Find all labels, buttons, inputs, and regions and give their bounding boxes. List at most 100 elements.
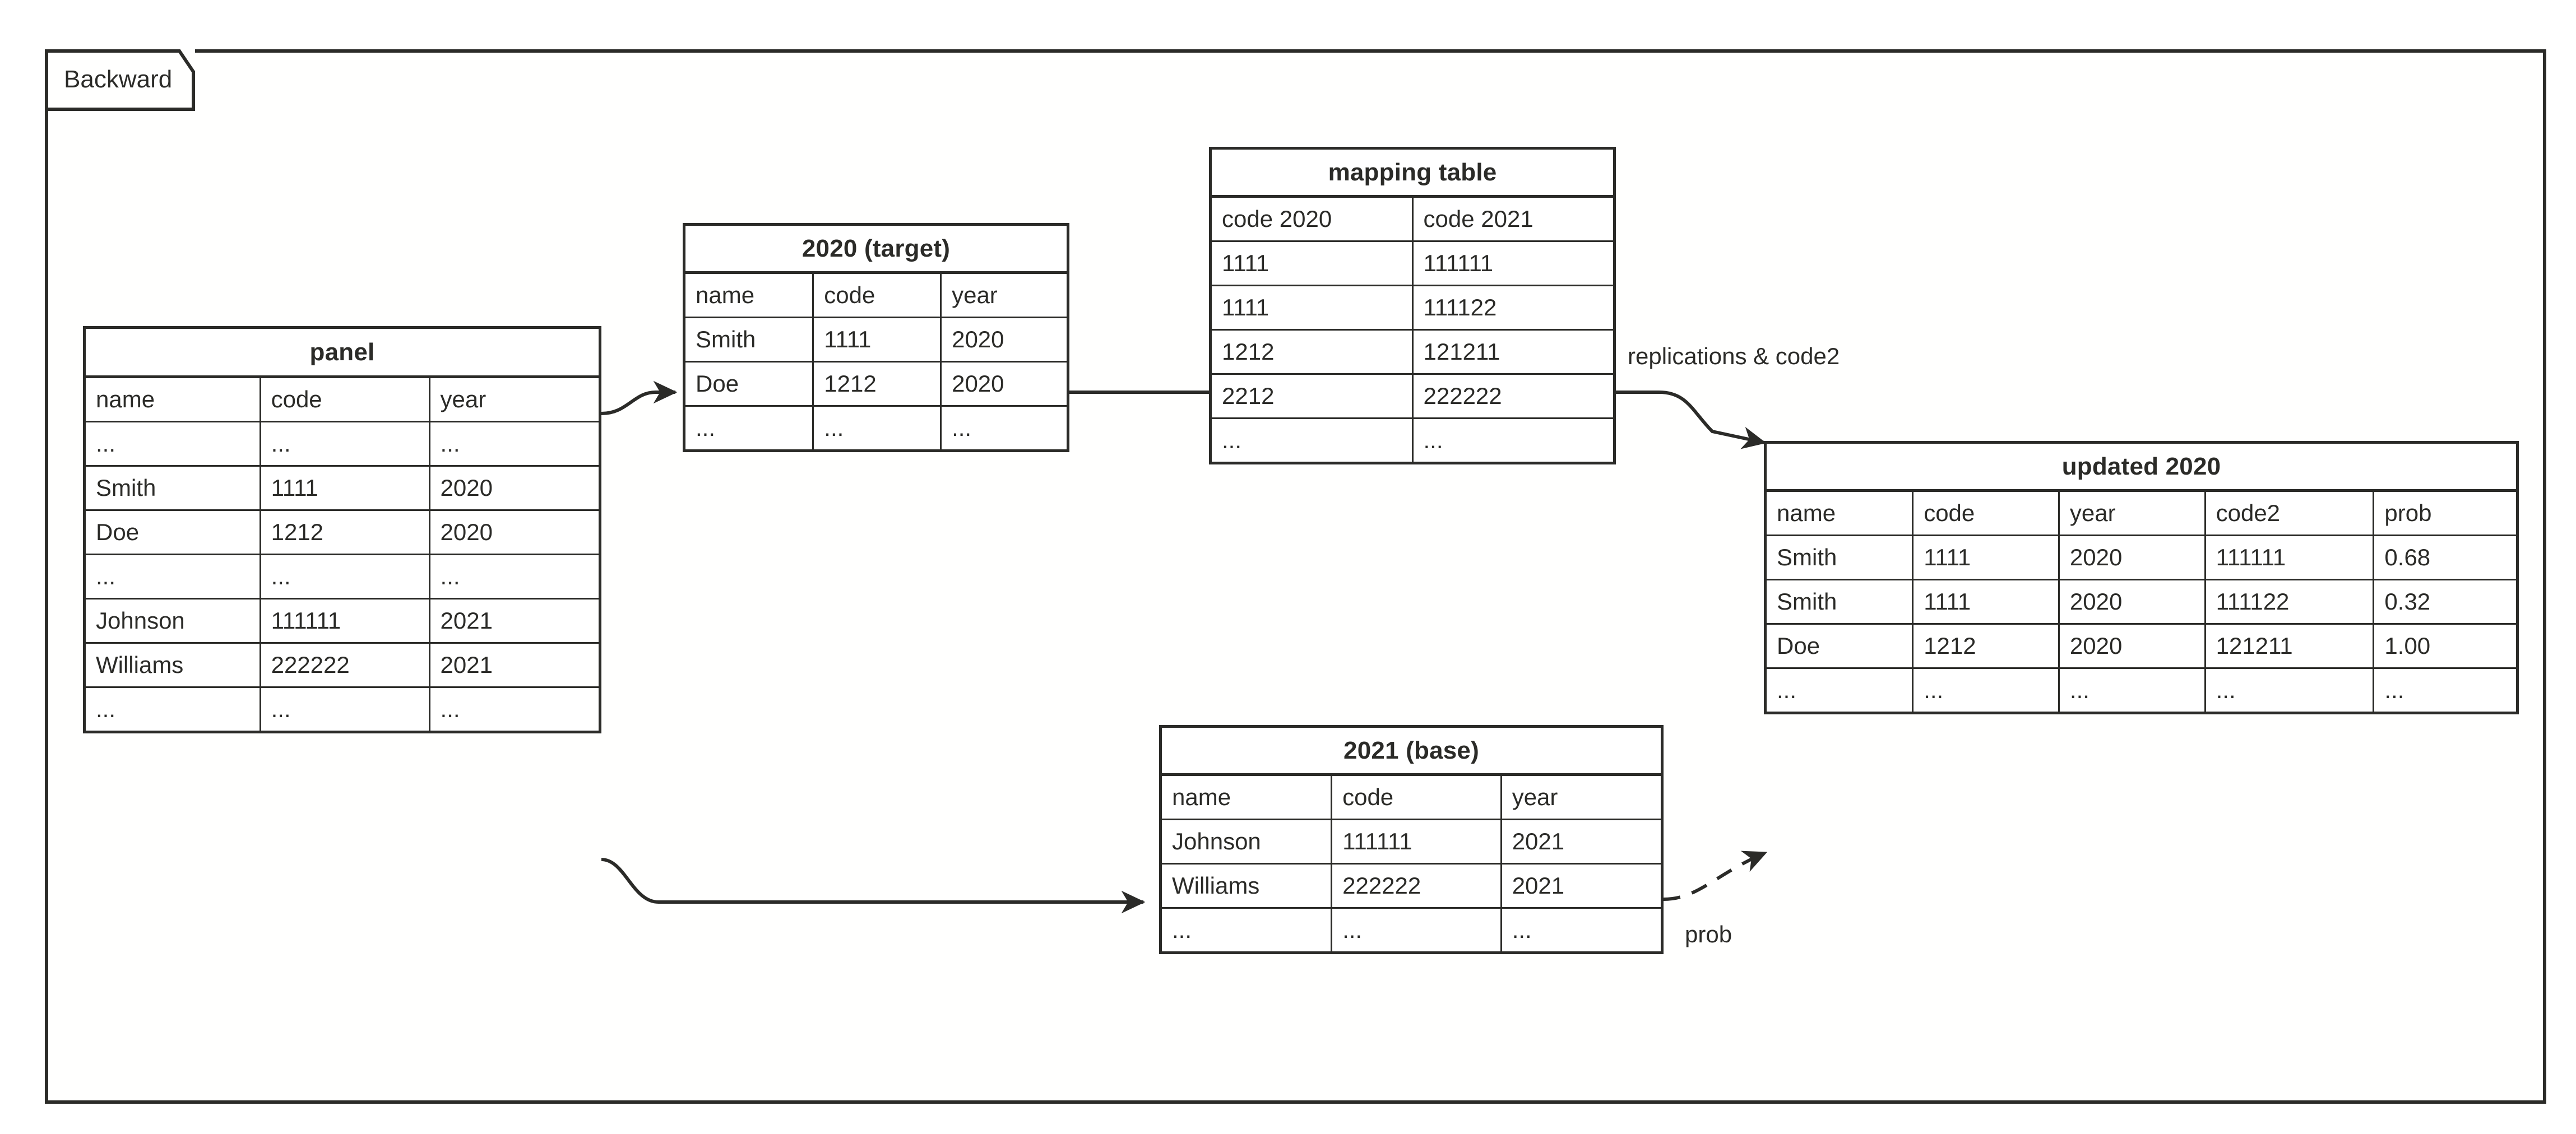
table-cell: ... <box>812 405 942 449</box>
table-cell: 2021 <box>428 598 599 644</box>
table-cell: 1111 <box>812 317 942 362</box>
table-cell: ... <box>1767 667 1914 712</box>
table-cell: 222222 <box>259 642 430 688</box>
table-row: ... ... ... <box>86 421 599 467</box>
table-mapping-title: mapping table <box>1212 150 1613 198</box>
column-header: year <box>428 378 599 422</box>
table-cell: Doe <box>685 361 814 407</box>
table-row: ... ... <box>1212 417 1613 462</box>
backward-group-tab: Backward <box>45 49 195 111</box>
table-cell: 111122 <box>2204 579 2375 625</box>
table-cell: 111111 <box>259 598 430 644</box>
table-target-2020-grid: name code year Smith 1111 2020 Doe 1212 … <box>685 274 1067 449</box>
column-header: year <box>2058 492 2206 536</box>
table-cell: ... <box>1500 907 1661 951</box>
table-cell: ... <box>1162 907 1333 951</box>
table-mapping-grid: code 2020 code 2021 1111 111111 1111 111… <box>1212 198 1613 462</box>
table-cell: Williams <box>86 642 261 688</box>
table-mapping: mapping table code 2020 code 2021 1111 1… <box>1209 147 1616 464</box>
column-header: code <box>812 274 942 318</box>
table-cell: 2020 <box>940 317 1067 362</box>
table-row: 1111 111111 <box>1212 240 1613 286</box>
column-header: name <box>86 378 261 422</box>
table-cell: ... <box>2373 667 2516 712</box>
table-cell: 111111 <box>1331 819 1502 865</box>
column-header: year <box>1500 776 1661 820</box>
table-cell: ... <box>259 421 430 467</box>
backward-group-label: Backward <box>64 66 173 93</box>
table-cell: ... <box>2204 667 2375 712</box>
table-base-2021-grid: name code year Johnson 111111 2021 Willi… <box>1162 776 1661 951</box>
table-cell: Johnson <box>1162 819 1333 865</box>
table-cell: 1111 <box>1212 240 1414 286</box>
table-row: 2212 222222 <box>1212 373 1613 419</box>
table-cell: Smith <box>1767 579 1914 625</box>
table-cell: 111111 <box>1411 240 1613 286</box>
table-row: Smith 1111 2020 <box>685 317 1067 362</box>
table-cell: ... <box>1331 907 1502 951</box>
table-header-row: name code year <box>86 378 599 422</box>
table-base-2021: 2021 (base) name code year Johnson 11111… <box>1159 725 1664 954</box>
table-row: 1111 111122 <box>1212 285 1613 331</box>
table-row: Williams 222222 2021 <box>86 642 599 688</box>
table-cell: 111122 <box>1411 285 1613 331</box>
column-header: name <box>1162 776 1333 820</box>
table-cell: 1111 <box>1912 535 2060 580</box>
table-row: ... ... ... <box>86 554 599 599</box>
table-cell: 2020 <box>428 509 599 555</box>
table-cell: 2021 <box>428 642 599 688</box>
table-cell: 121211 <box>2204 623 2375 669</box>
table-cell: 111111 <box>2204 535 2375 580</box>
table-cell: Smith <box>1767 535 1914 580</box>
table-cell: ... <box>259 554 430 599</box>
table-cell: 1212 <box>259 509 430 555</box>
column-header: name <box>1767 492 1914 536</box>
table-row: Smith 1111 2020 111122 0.32 <box>1767 579 2516 625</box>
table-cell: ... <box>428 554 599 599</box>
column-header: code 2020 <box>1212 198 1414 242</box>
table-row: Doe 1212 2020 <box>86 509 599 555</box>
table-panel-title: panel <box>86 329 599 378</box>
table-cell: ... <box>685 405 814 449</box>
table-cell: ... <box>86 554 261 599</box>
table-row: ... ... ... <box>685 405 1067 449</box>
table-target-2020: 2020 (target) name code year Smith 1111 … <box>683 223 1069 452</box>
table-cell: ... <box>1212 417 1414 462</box>
table-row: 1212 121211 <box>1212 329 1613 375</box>
table-row: Smith 1111 2020 <box>86 465 599 511</box>
table-header-row: name code year <box>1162 776 1661 820</box>
table-row: Johnson 111111 2021 <box>1162 819 1661 865</box>
column-header: code <box>259 378 430 422</box>
table-cell: 2020 <box>2058 535 2206 580</box>
table-cell: Smith <box>86 465 261 511</box>
table-row: Williams 222222 2021 <box>1162 863 1661 909</box>
table-cell: 2021 <box>1500 863 1661 909</box>
table-row: ... ... ... <box>1162 907 1661 951</box>
table-cell: 1111 <box>1212 285 1414 331</box>
table-updated-2020: updated 2020 name code year code2 prob S… <box>1764 441 2519 714</box>
edge-label-prob: prob <box>1685 921 1732 947</box>
table-cell: ... <box>86 421 261 467</box>
table-cell: ... <box>428 421 599 467</box>
table-cell: 1212 <box>1212 329 1414 375</box>
table-cell: 2020 <box>2058 623 2206 669</box>
table-updated-2020-title: updated 2020 <box>1767 444 2516 492</box>
table-cell: 1.00 <box>2373 623 2516 669</box>
column-header: code <box>1331 776 1502 820</box>
table-cell: Doe <box>86 509 261 555</box>
table-cell: 121211 <box>1411 329 1613 375</box>
table-row: Johnson 111111 2021 <box>86 598 599 644</box>
table-header-row: name code year code2 prob <box>1767 492 2516 536</box>
column-header: name <box>685 274 814 318</box>
table-row: Doe 1212 2020 121211 1.00 <box>1767 623 2516 669</box>
table-header-row: name code year <box>685 274 1067 318</box>
table-cell: 2020 <box>428 465 599 511</box>
table-cell: ... <box>259 686 430 731</box>
table-row: ... ... ... <box>86 686 599 731</box>
table-row: Doe 1212 2020 <box>685 361 1067 407</box>
column-header: code 2021 <box>1411 198 1613 242</box>
table-cell: 222222 <box>1411 373 1613 419</box>
table-cell: ... <box>940 405 1067 449</box>
column-header: code <box>1912 492 2060 536</box>
